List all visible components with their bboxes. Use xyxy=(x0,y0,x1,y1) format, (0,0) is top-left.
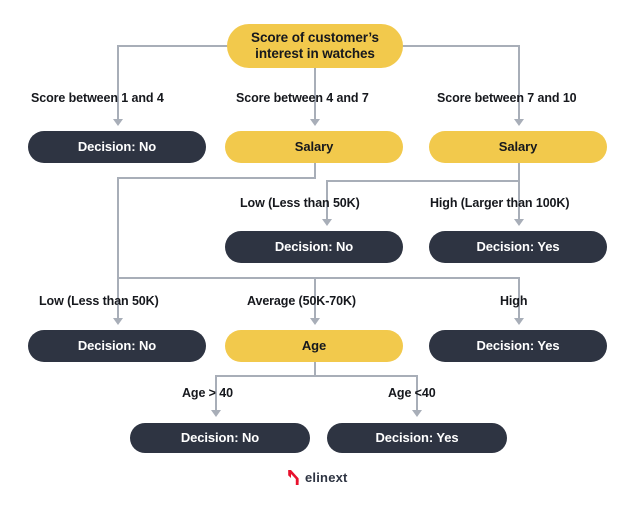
connector-salary-mid-left-run xyxy=(117,177,316,179)
node-level1-decision-no[interactable]: Decision: No xyxy=(28,131,206,163)
connector-age-left-drop xyxy=(215,375,217,411)
connector-salary-mid-left-drop xyxy=(117,177,119,278)
node-root[interactable]: Score of customer’s interest in watches xyxy=(227,24,403,68)
arrow-root-to-mid xyxy=(310,119,320,126)
arrow-level3-left xyxy=(113,318,123,325)
arrow-root-to-right xyxy=(514,119,524,126)
arrow-level3-mid xyxy=(310,318,320,325)
arrow-root-to-left xyxy=(113,119,123,126)
arrow-high-right xyxy=(514,219,524,226)
node-level3-decision-no-label: Decision: No xyxy=(77,338,157,354)
arrow-age-under-40 xyxy=(412,410,422,417)
connector-root-to-mid xyxy=(314,68,316,120)
node-level1-salary-mid-label: Salary xyxy=(294,139,334,155)
connector-root-to-left xyxy=(117,45,119,120)
connector-root-to-right xyxy=(518,45,520,120)
connector-low-mid-drop xyxy=(326,180,328,220)
arrow-age-over-40 xyxy=(211,410,221,417)
connector-age-stem xyxy=(314,362,316,376)
node-root-label: Score of customer’s interest in watches xyxy=(251,30,379,61)
edge-label-score-1-4: Score between 1 and 4 xyxy=(31,91,164,105)
edge-label-age-under-40: Age <40 xyxy=(388,386,436,400)
node-level2-decision-no-label: Decision: No xyxy=(274,239,354,255)
brand-logo-text: elinext xyxy=(305,470,348,485)
connector-salary-mid-stem xyxy=(314,163,316,179)
connector-salary-right-bar xyxy=(326,180,520,182)
node-level4-decision-yes[interactable]: Decision: Yes xyxy=(327,423,507,453)
edge-label-salary-low-mid: Low (Less than 50K) xyxy=(240,196,360,210)
node-level3-decision-yes[interactable]: Decision: Yes xyxy=(429,330,607,362)
node-level1-salary-mid[interactable]: Salary xyxy=(225,131,403,163)
connector-level3-right-drop xyxy=(518,277,520,319)
edge-label-salary-high-level3: High xyxy=(500,294,528,308)
connector-level3-mid-drop xyxy=(314,277,316,319)
arrow-level3-right xyxy=(514,318,524,325)
node-level3-decision-yes-label: Decision: Yes xyxy=(476,338,560,354)
connector-level3-left-drop xyxy=(117,277,119,319)
connector-level3-bar xyxy=(117,277,520,279)
node-level3-decision-no[interactable]: Decision: No xyxy=(28,330,206,362)
node-level2-decision-no[interactable]: Decision: No xyxy=(225,231,403,263)
arrow-low-mid xyxy=(322,219,332,226)
elinext-n-mark-icon xyxy=(288,470,299,485)
node-level1-salary-right[interactable]: Salary xyxy=(429,131,607,163)
node-level2-decision-yes[interactable]: Decision: Yes xyxy=(429,231,607,263)
edge-label-score-4-7: Score between 4 and 7 xyxy=(236,91,369,105)
node-level1-decision-no-label: Decision: No xyxy=(77,139,157,155)
connector-age-bar xyxy=(215,375,417,377)
brand-logo: elinext xyxy=(287,469,348,486)
connector-salary-right-stem xyxy=(518,163,520,220)
connector-age-right-drop xyxy=(416,375,418,411)
edge-label-salary-high-right: High (Larger than 100K) xyxy=(430,196,570,210)
node-level4-decision-yes-label: Decision: Yes xyxy=(375,430,459,446)
node-level3-age-label: Age xyxy=(301,338,327,354)
node-level2-decision-yes-label: Decision: Yes xyxy=(476,239,560,255)
edge-label-salary-low-level3: Low (Less than 50K) xyxy=(39,294,159,308)
edge-label-score-7-10: Score between 7 and 10 xyxy=(437,91,577,105)
node-level1-salary-right-label: Salary xyxy=(498,139,538,155)
node-level4-decision-no-label: Decision: No xyxy=(180,430,260,446)
edge-label-age-over-40: Age > 40 xyxy=(182,386,233,400)
edge-label-salary-average-level3: Average (50K-70K) xyxy=(247,294,356,308)
node-level4-decision-no[interactable]: Decision: No xyxy=(130,423,310,453)
node-level3-age[interactable]: Age xyxy=(225,330,403,362)
